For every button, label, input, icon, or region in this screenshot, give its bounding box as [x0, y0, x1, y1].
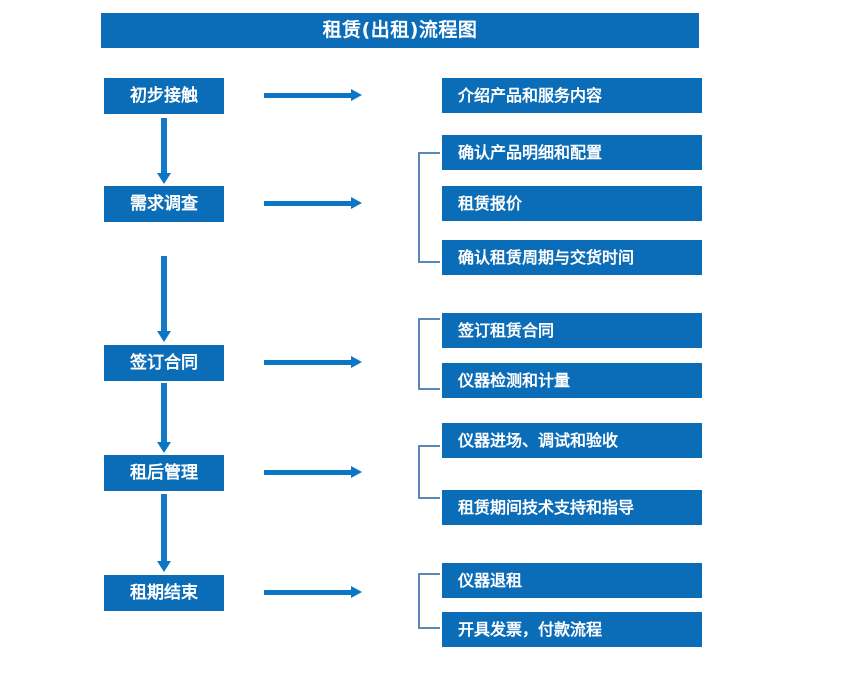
stage-box-initial-contact[interactable]: 初步接触 — [104, 78, 224, 114]
arrow-stage1-to-details — [264, 88, 362, 102]
arrow-stage3-to-stage4 — [157, 383, 171, 453]
arrow-shaft — [161, 383, 167, 442]
detail-box-sign-lease-contract[interactable]: 签订租赁合同 — [442, 313, 702, 348]
chart-title-bar: 租赁(出租)流程图 — [101, 13, 699, 48]
arrow-stage2-to-details — [264, 196, 362, 210]
detail-box-introduce-products[interactable]: 介绍产品和服务内容 — [442, 78, 702, 113]
arrow-stage1-to-stage2 — [157, 118, 171, 184]
arrow-shaft — [161, 494, 167, 561]
arrow-stage5-to-details — [264, 585, 362, 599]
arrow-head — [351, 197, 362, 209]
stage-box-lease-end[interactable]: 租期结束 — [104, 575, 224, 611]
detail-box-technical-support[interactable]: 租赁期间技术支持和指导 — [442, 490, 702, 525]
detail-label: 租赁报价 — [458, 193, 523, 213]
bracket-group-management — [418, 445, 440, 499]
chart-title-text: 租赁(出租)流程图 — [322, 19, 478, 41]
bracket-group-closing — [418, 573, 440, 629]
detail-label: 开具发票，付款流程 — [458, 619, 603, 639]
stage-label: 租后管理 — [130, 462, 198, 483]
arrow-head — [351, 356, 362, 368]
detail-label: 仪器进场、调试和验收 — [458, 430, 619, 450]
detail-box-lease-quotation[interactable]: 租赁报价 — [442, 186, 702, 221]
stage-box-post-lease-management[interactable]: 租后管理 — [104, 455, 224, 491]
detail-label: 仪器检测和计量 — [458, 370, 571, 390]
stage-label: 租期结束 — [130, 582, 198, 603]
bracket-group-requirements — [418, 152, 440, 263]
bracket-group-contract — [418, 318, 440, 390]
arrow-head — [157, 442, 171, 453]
detail-box-instrument-installation[interactable]: 仪器进场、调试和验收 — [442, 423, 702, 458]
detail-label: 确认产品明细和配置 — [458, 142, 603, 162]
detail-box-instrument-return[interactable]: 仪器退租 — [442, 563, 702, 598]
arrow-stage3-to-details — [264, 355, 362, 369]
detail-box-invoice-payment[interactable]: 开具发票，付款流程 — [442, 612, 702, 647]
arrow-shaft — [161, 256, 167, 331]
arrow-shaft — [264, 360, 352, 365]
arrow-head — [157, 561, 171, 572]
detail-label: 介绍产品和服务内容 — [458, 85, 603, 105]
detail-label: 仪器退租 — [458, 570, 523, 590]
arrow-shaft — [161, 118, 167, 173]
stage-label: 初步接触 — [130, 85, 198, 106]
arrow-head — [351, 89, 362, 101]
arrow-stage4-to-details — [264, 465, 362, 479]
stage-label: 签订合同 — [130, 352, 198, 373]
arrow-shaft — [264, 93, 352, 98]
detail-label: 签订租赁合同 — [458, 320, 555, 340]
arrow-shaft — [264, 590, 352, 595]
arrow-head — [157, 331, 171, 342]
detail-box-confirm-product-spec[interactable]: 确认产品明细和配置 — [442, 135, 702, 170]
detail-label: 确认租赁周期与交货时间 — [458, 247, 635, 267]
detail-box-confirm-lease-period[interactable]: 确认租赁周期与交货时间 — [442, 240, 702, 275]
arrow-shaft — [264, 201, 352, 206]
detail-box-instrument-inspection[interactable]: 仪器检测和计量 — [442, 363, 702, 398]
arrow-head — [351, 586, 362, 598]
stage-label: 需求调查 — [130, 193, 198, 214]
arrow-head — [157, 173, 171, 184]
detail-label: 租赁期间技术支持和指导 — [458, 497, 635, 517]
arrow-stage2-to-stage3 — [157, 256, 171, 342]
arrow-stage4-to-stage5 — [157, 494, 171, 572]
stage-box-sign-contract[interactable]: 签订合同 — [104, 345, 224, 381]
arrow-head — [351, 466, 362, 478]
stage-box-requirement-survey[interactable]: 需求调查 — [104, 186, 224, 222]
arrow-shaft — [264, 470, 352, 475]
